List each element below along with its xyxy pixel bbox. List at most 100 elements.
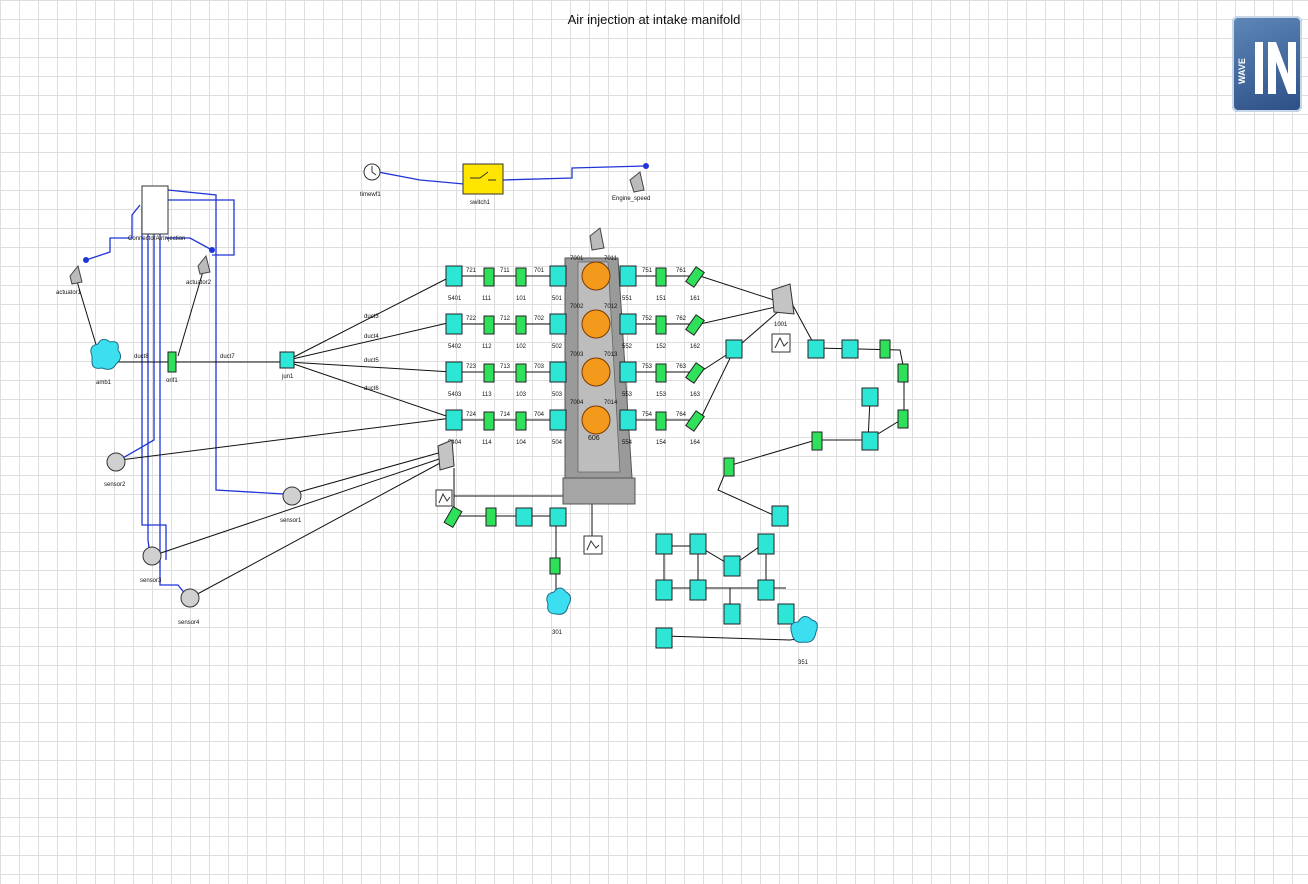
cylinder-out-label: 7013 [604,352,618,358]
intake-runner-724[interactable] [446,410,462,430]
sensor-4[interactable]: sensor4 [178,589,200,626]
pipe-small-label: 751 [642,268,653,274]
exhaust-runner-552[interactable] [620,314,636,334]
pipe-113[interactable] [484,364,494,382]
timewaveform-element: timewf1 [360,164,381,198]
ambient-351-label: 351 [798,660,809,666]
cylinder-3[interactable] [582,358,610,386]
cylinder-1[interactable] [582,262,610,290]
plenum-501[interactable] [550,266,566,286]
pipe-161[interactable] [686,267,705,287]
cylinder-in-label: 7001 [570,256,584,262]
pipe-label: 154 [656,440,667,446]
pipe-small-label: 711 [500,268,510,274]
sensor-1[interactable]: sensor1 [280,487,302,524]
air-injection-connector[interactable]: ConnectorAirInjection [128,186,185,242]
sensor-3[interactable]: sensor3 [140,547,162,584]
duct7-label: duct7 [220,354,235,360]
pipe-label: 111 [482,296,492,302]
pipe-154[interactable] [656,412,666,430]
orifice-label: orif1 [166,378,178,384]
plot-icon [584,536,602,554]
turbo-label: 1001 [774,322,788,328]
pipe-label: 151 [656,296,667,302]
exhaust-label: 554 [622,440,633,446]
turbocharger-1001[interactable]: 1001 [772,284,794,352]
duct-label: 724 [466,412,477,418]
pipe-small-label: 702 [534,316,545,322]
pipe-label: 161 [690,296,701,302]
pipe-small-label: 713 [500,364,511,370]
pipe-111[interactable] [484,268,494,286]
pipe-153[interactable] [656,364,666,382]
plenum-label: 504 [552,440,563,446]
code-label: 5403 [448,392,462,398]
actuator2-label: actuator2 [186,280,212,286]
engine-label: 606 [588,435,600,442]
cylinder-in-label: 7004 [570,400,584,406]
pipe-152[interactable] [656,316,666,334]
pipe-label: 103 [516,392,527,398]
cylinder-out-label: 7014 [604,400,618,406]
pipe-103[interactable] [516,364,526,382]
intake-runner-721[interactable] [446,266,462,286]
engine-speed-actuator[interactable]: Engine_speed [612,163,650,202]
cylinder-2[interactable] [582,310,610,338]
pipe-small-label: 753 [642,364,653,370]
pipe-small-label: 754 [642,412,653,418]
ambient-amb1[interactable]: amb1 [91,339,121,386]
pipe-162[interactable] [686,315,705,335]
pipe-164[interactable] [686,411,705,431]
exhaust-label: 551 [622,296,633,302]
intake-runner-722[interactable] [446,314,462,334]
pipe-small-label: 712 [500,316,511,322]
orifice-orif1[interactable] [168,352,176,372]
duct8-label: duct8 [134,354,149,360]
pipe-label: 114 [482,440,492,446]
pipe-label: 112 [482,344,492,350]
pipe-small-label: 762 [676,316,687,322]
sensor1-label: sensor1 [280,518,302,524]
pipe-163[interactable] [686,363,705,383]
pipe-small-label: 714 [500,412,511,418]
pipe-104[interactable] [516,412,526,430]
amb-label: amb1 [96,380,112,386]
cylinder-in-label: 7002 [570,304,584,310]
ambient-301-label: 301 [552,630,563,636]
pipe-label: 113 [482,392,492,398]
exhaust-runner-554[interactable] [620,410,636,430]
duct6-label: duct6 [364,386,379,392]
pipe-101[interactable] [516,268,526,286]
plenum-503[interactable] [550,362,566,382]
sensor2-label: sensor2 [104,482,126,488]
cylinder-4[interactable] [582,406,610,434]
junction-jun1[interactable] [280,352,294,368]
pipe-small-label: 763 [676,364,687,370]
sensor-2[interactable]: sensor2 [104,453,126,488]
actuator1-label: actuator1 [56,290,82,296]
exhaust-runner-553[interactable] [620,362,636,382]
pipe-112[interactable] [484,316,494,334]
actuator-2[interactable]: actuator2 [186,247,215,286]
actuator-1[interactable]: actuator1 [56,257,89,296]
pipe-151[interactable] [656,268,666,286]
connector-label: ConnectorAirInjection [128,236,185,242]
pipe-label: 153 [656,392,667,398]
plenum-504[interactable] [550,410,566,430]
exhaust-runner-551[interactable] [620,266,636,286]
cylinder-out-label: 7012 [604,304,618,310]
intake-runner-723[interactable] [446,362,462,382]
plenum-label: 503 [552,392,563,398]
pipe-small-label: 703 [534,364,545,370]
plenum-502[interactable] [550,314,566,334]
duct-label: 722 [466,316,477,322]
pipe-label: 104 [516,440,527,446]
pipe-label: 163 [690,392,701,398]
engine-speed-sensor-icon [590,228,604,250]
pipe-114[interactable] [484,412,494,430]
switch-controller[interactable]: switch1 [463,164,503,206]
pipe-102[interactable] [516,316,526,334]
exhaust-junction-555[interactable] [726,340,742,358]
junction-label: jun1 [281,374,294,380]
timewaveform-label: timewf1 [360,192,381,198]
